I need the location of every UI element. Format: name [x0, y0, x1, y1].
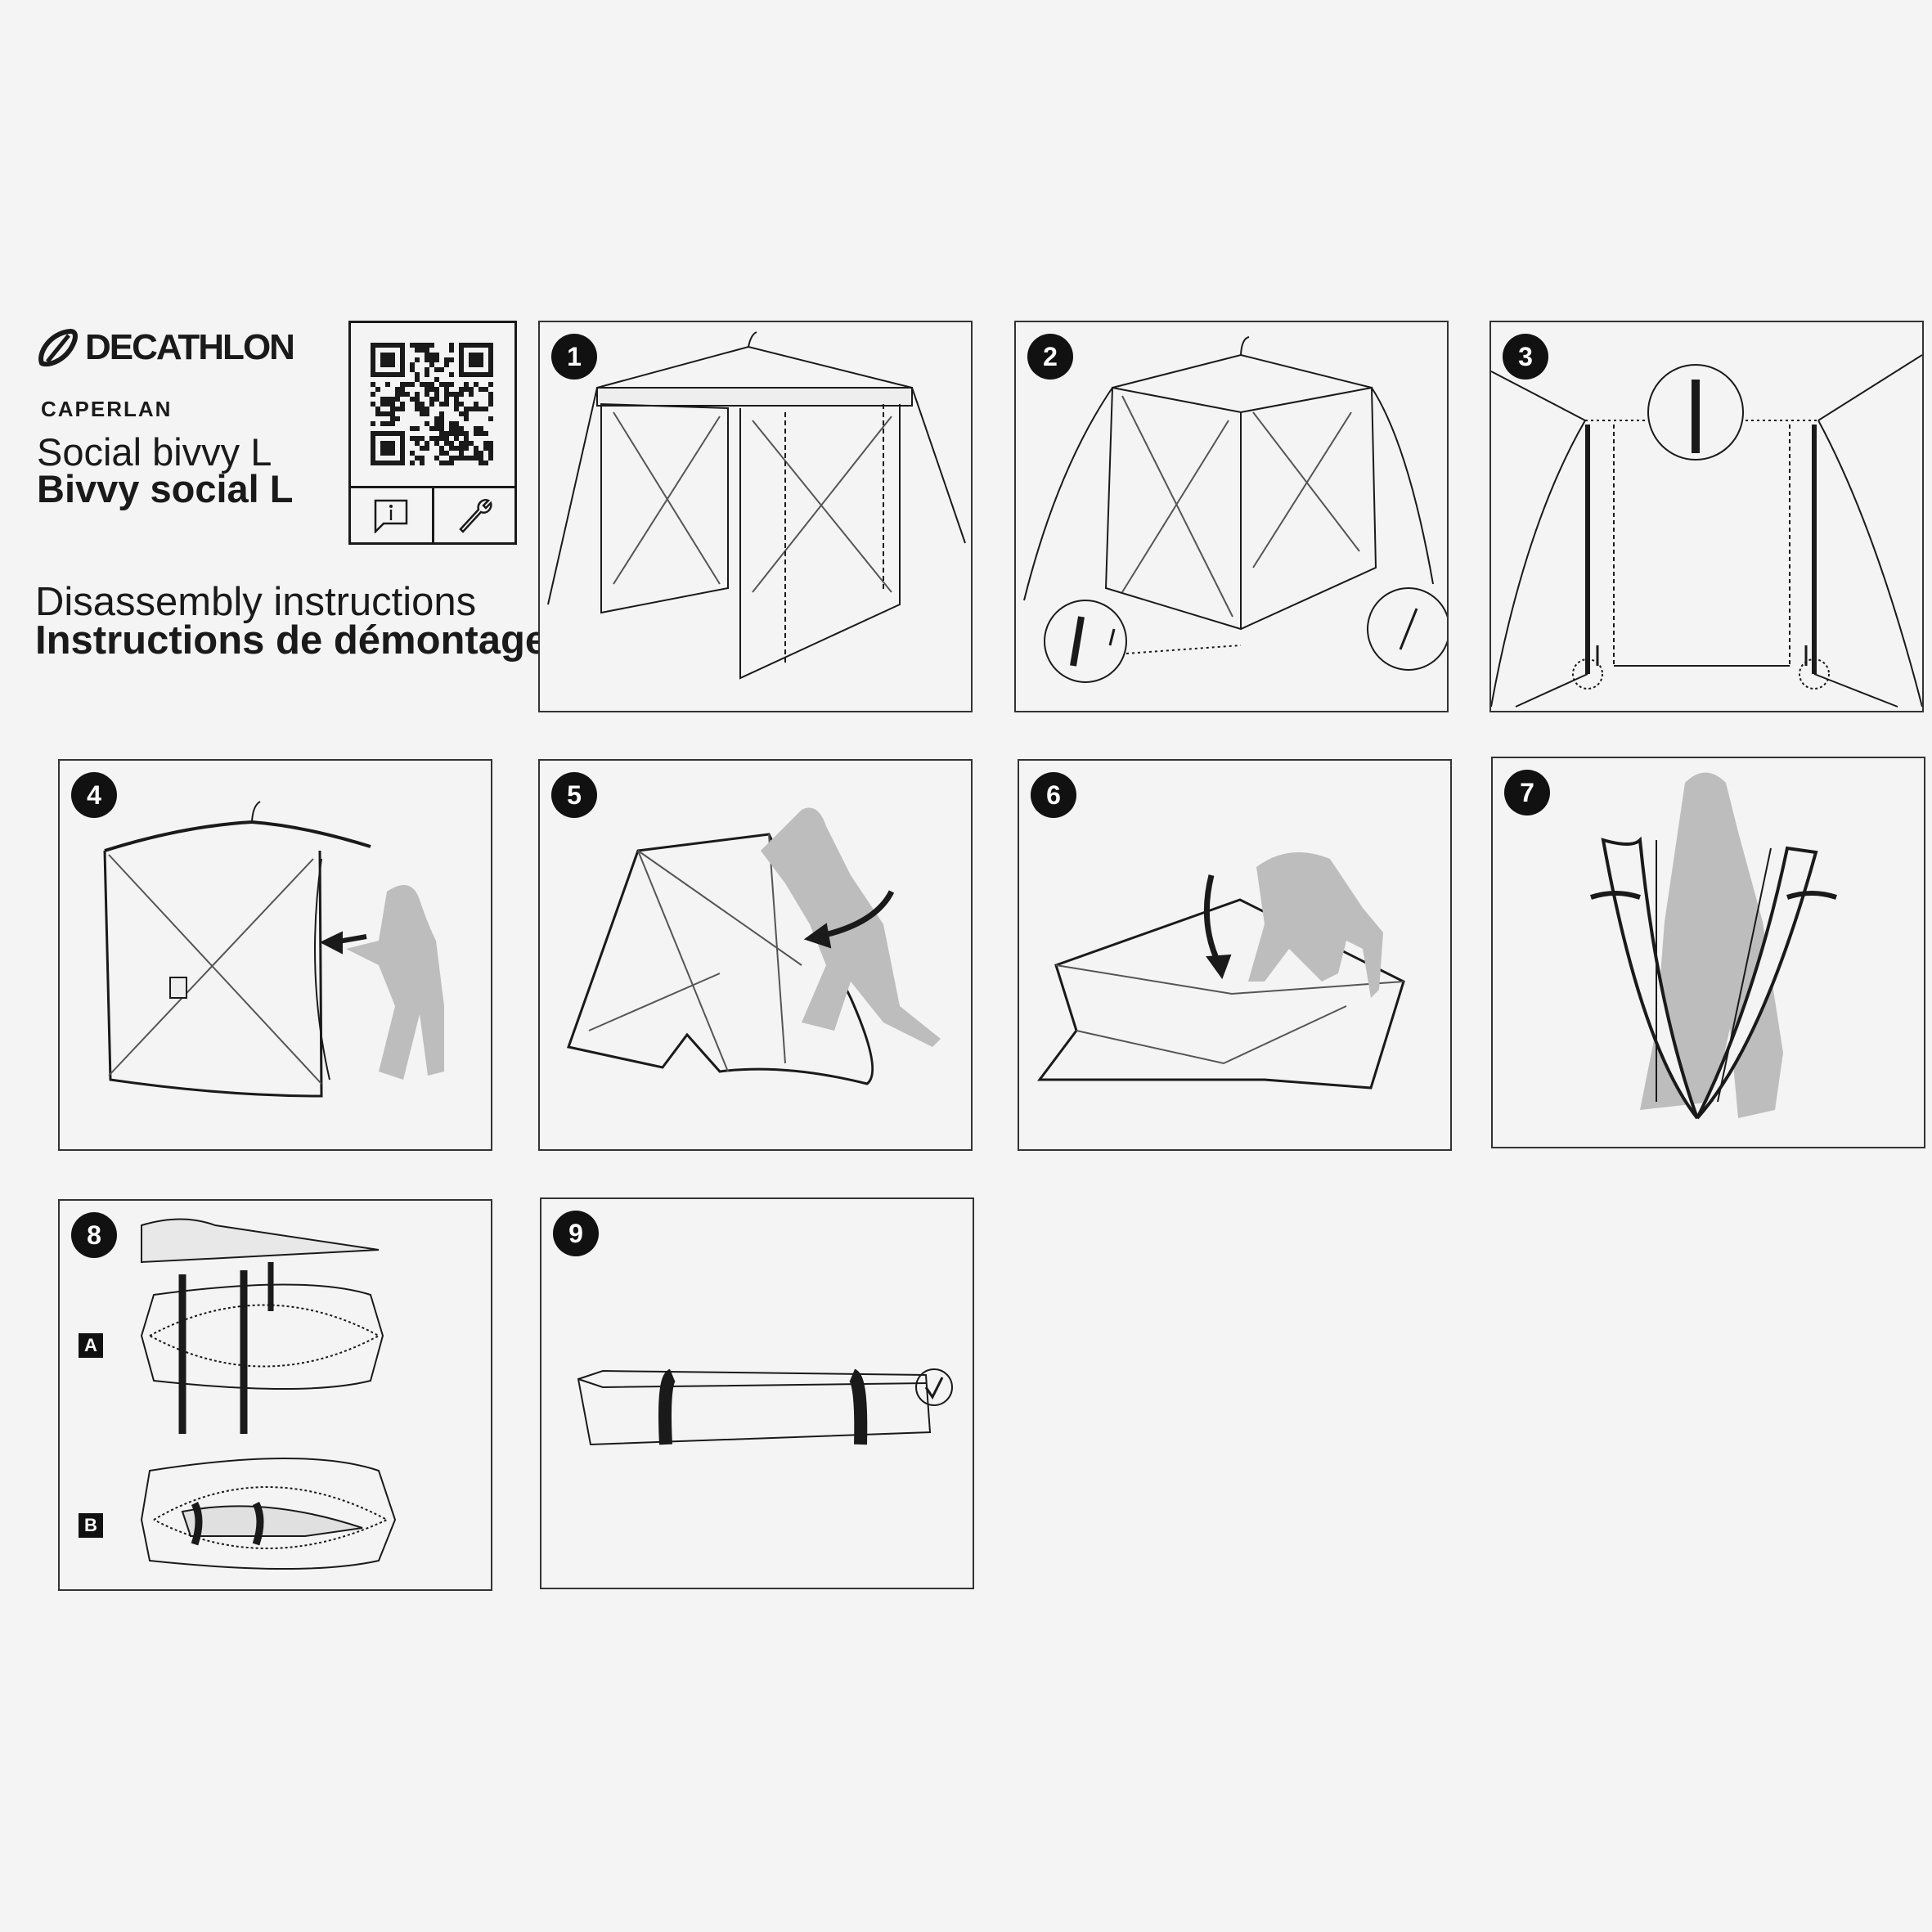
- product-name-en: Social bivvy L: [37, 430, 272, 474]
- remove-pegs-illustration: [1023, 336, 1447, 683]
- logo-text: DECATHLON: [85, 327, 295, 367]
- qr-panel: [348, 321, 517, 545]
- step-number-badge: 1: [551, 334, 597, 380]
- step-4-panel: 4: [58, 759, 492, 1151]
- step-number-badge: 9: [553, 1211, 599, 1256]
- step-5-panel: 5: [538, 759, 973, 1151]
- sub-step-label-b: B: [79, 1513, 103, 1538]
- info-icon: [375, 499, 408, 533]
- pack-into-bag-illustration: [140, 1218, 397, 1570]
- fold-in-half-illustration: [1590, 772, 1837, 1120]
- brand-name: CAPERLAN: [41, 397, 173, 421]
- step-1-panel: 1: [538, 321, 973, 712]
- product-name-fr: Bivvy social L: [37, 467, 294, 510]
- wrench-icon: [459, 499, 492, 533]
- check-icon: [915, 1368, 953, 1406]
- step-number-badge: 7: [1504, 770, 1550, 815]
- step-number-badge: 8: [71, 1212, 117, 1258]
- collapse-tent-illustration: [567, 807, 941, 1085]
- info-button[interactable]: [351, 488, 434, 542]
- step-number-badge: 2: [1027, 334, 1073, 380]
- document-title-en: Disassembly instructions: [35, 580, 477, 624]
- step-number-badge: 5: [551, 772, 597, 818]
- step-9-panel: 9: [540, 1197, 974, 1589]
- step-8-panel: 8 A B: [58, 1199, 492, 1591]
- step-7-panel: 7: [1491, 757, 1925, 1148]
- step-3-panel: 3: [1489, 321, 1924, 712]
- step-2-panel: 2: [1014, 321, 1449, 712]
- release-poles-illustration: [1491, 354, 1922, 708]
- fold-tent-side-illustration: [103, 801, 444, 1098]
- packed-bag-illustration: [577, 1368, 953, 1446]
- decathlon-swoosh-icon: [38, 329, 78, 366]
- maintenance-button[interactable]: [434, 488, 515, 542]
- decathlon-logo: DECATHLON: [38, 327, 295, 368]
- sub-step-label-a: A: [79, 1333, 103, 1358]
- qr-code[interactable]: [371, 343, 493, 465]
- step-number-badge: 4: [71, 772, 117, 818]
- document-title-fr: Instructions de démontage: [35, 618, 548, 663]
- flatten-tent-illustration: [1037, 852, 1405, 1090]
- step-number-badge: 3: [1503, 334, 1548, 380]
- tent-opening-illustration: [547, 331, 966, 680]
- step-6-panel: 6: [1018, 759, 1452, 1151]
- step-number-badge: 6: [1031, 772, 1076, 818]
